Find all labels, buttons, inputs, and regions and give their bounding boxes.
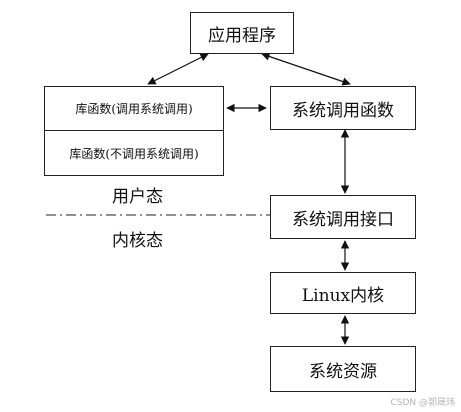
system-resources-box: 系统资源 [270, 346, 416, 392]
library-functions-box: 库函数(调用系统调用) 库函数(不调用系统调用) [44, 86, 224, 176]
system-resources-label: 系统资源 [309, 361, 377, 382]
syscall-function-label: 系统调用函数 [292, 100, 394, 121]
application-box: 应用程序 [190, 12, 294, 54]
arrow-app-syscall-func [261, 52, 351, 86]
syscall-interface-label: 系统调用接口 [292, 209, 394, 230]
linux-kernel-box: Linux内核 [270, 272, 416, 314]
kernel-mode-label: 内核态 [112, 231, 163, 251]
syscall-interface-box: 系统调用接口 [270, 195, 416, 239]
application-label: 应用程序 [208, 25, 276, 46]
library-with-syscall-row: 库函数(调用系统调用) [45, 87, 223, 131]
arrow-app-library [147, 53, 209, 85]
syscall-function-box: 系统调用函数 [270, 86, 416, 130]
watermark: CSDN @郭晟玮 [390, 398, 455, 408]
library-without-syscall-row: 库函数(不调用系统调用) [45, 131, 223, 176]
library-without-syscall-label: 库函数(不调用系统调用) [69, 147, 199, 161]
linux-kernel-label: Linux内核 [301, 285, 385, 306]
library-with-syscall-label: 库函数(调用系统调用) [75, 102, 193, 116]
user-mode-label: 用户态 [112, 187, 163, 207]
